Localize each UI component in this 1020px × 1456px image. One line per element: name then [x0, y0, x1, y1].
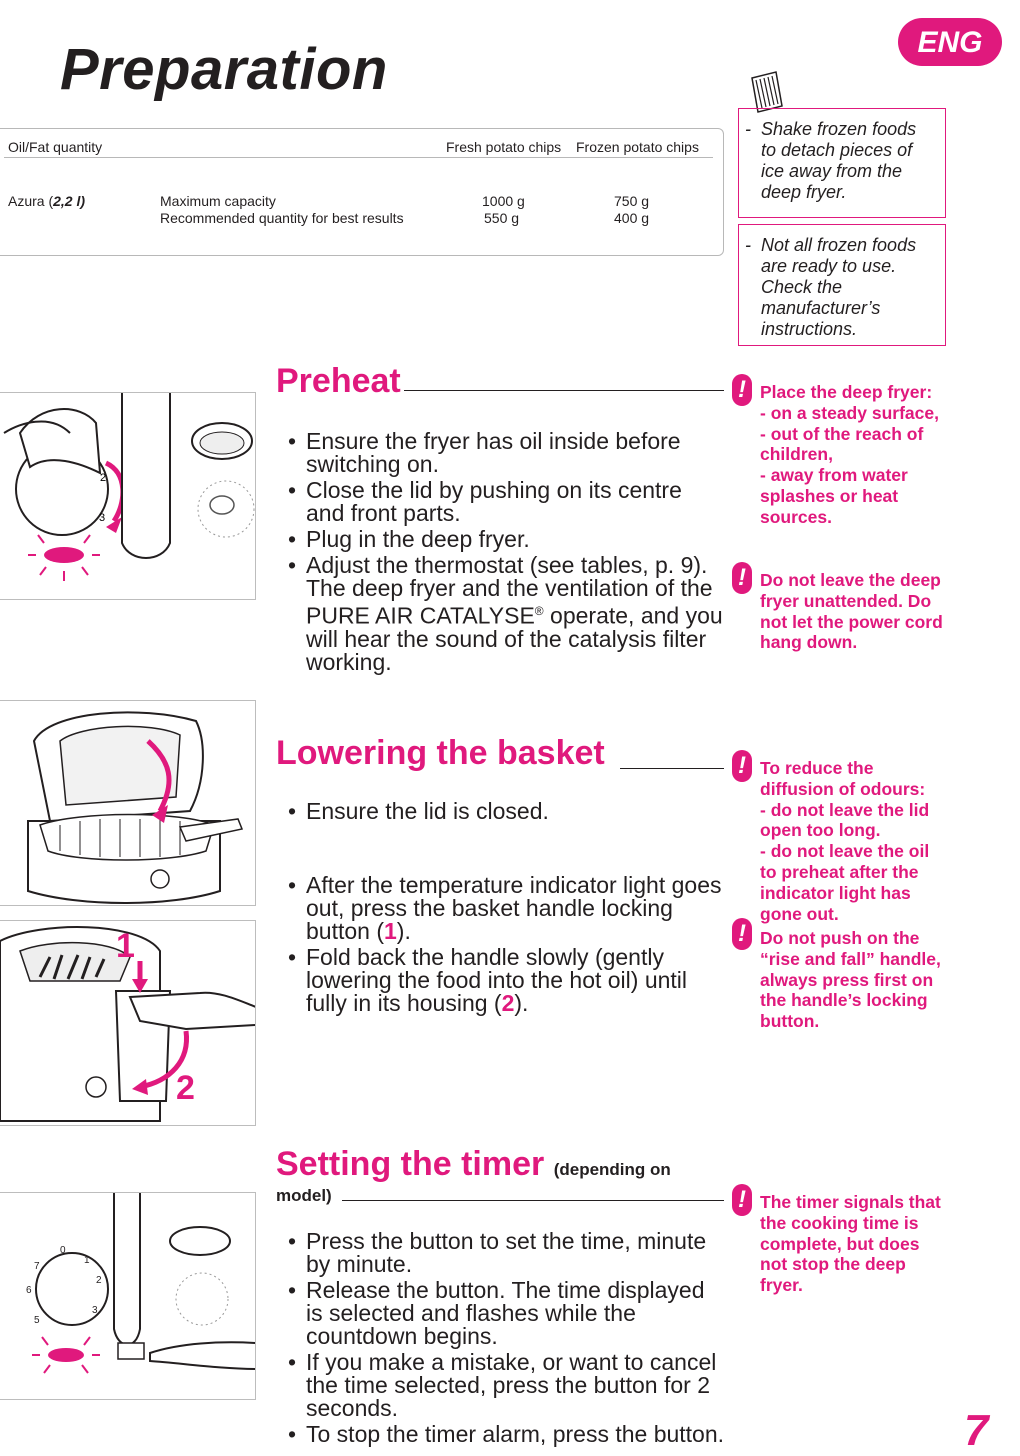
warning-icon: !	[732, 562, 752, 594]
table-header-fresh: Fresh potato chips	[446, 139, 562, 155]
list-item: If you make a mistake, or want to cancel…	[278, 1351, 726, 1420]
basket-lowering-illustration: 1 2	[0, 920, 256, 1126]
step-1-label: 1	[116, 927, 135, 965]
list-item: Adjust the thermostat (see tables, p. 9)…	[278, 554, 724, 674]
dial-mark-1: 1	[84, 1255, 90, 1266]
dial-mark-6: 6	[26, 1285, 32, 1296]
basket-open-illustration	[0, 700, 256, 906]
list-item: Press the button to set the time, minute…	[278, 1230, 726, 1276]
table-row-rec-label: Recommended quantity for best results	[160, 210, 404, 226]
dial-mark-5: 5	[34, 1315, 40, 1326]
warning-icon: !	[732, 374, 752, 406]
tip-box-frozen: - Not all frozen foods are ready to use.…	[738, 224, 946, 346]
list-item: To stop the timer alarm, press the butto…	[278, 1423, 726, 1447]
page-title: Preparation	[60, 37, 388, 102]
timer-rule	[342, 1200, 724, 1201]
table-model: Azura (2,2 l)	[8, 193, 86, 209]
list-item: Plug in the deep fryer.	[278, 528, 724, 552]
list-item: Close the lid by pushing on its centre a…	[278, 479, 724, 525]
timer-list: Press the button to set the time, minute…	[278, 1230, 726, 1449]
table-row-max-frozen: 750 g	[614, 193, 650, 209]
page-number: 7	[964, 1406, 989, 1455]
warning-icon: !	[732, 1184, 752, 1216]
tip-frozen-text: Not all frozen foods are ready to use. C…	[761, 235, 917, 339]
timer-title: Setting the timer (depending on	[276, 1145, 671, 1183]
timer-subtitle: model)	[276, 1186, 332, 1205]
dial-mark-0: 0	[60, 1245, 66, 1256]
dial-mark-2: 2	[96, 1275, 102, 1286]
dial-mark-3: 3	[99, 512, 105, 524]
table-row-max-label: Maximum capacity	[160, 193, 276, 209]
lowering-rule	[620, 768, 724, 769]
dial-mark-7: 7	[34, 1261, 40, 1272]
timer-warning: The timer signals that the cooking time …	[760, 1192, 941, 1296]
step-2-label: 2	[176, 1069, 195, 1107]
tip-box-shake: - Shake frozen foods to detach pieces of…	[738, 108, 946, 218]
table-row-rec-fresh: 550 g	[484, 210, 520, 226]
table-header-oil: Oil/Fat quantity	[8, 139, 103, 155]
table-row-max-fresh: 1000 g	[482, 193, 525, 209]
language-tab: ENG	[898, 18, 1002, 66]
preheat-warning-placement: Place the deep fryer: - on a steady surf…	[760, 382, 939, 527]
lowering-list-1: Ensure the lid is closed.	[278, 800, 724, 826]
lowering-warning-handle: Do not push on the “rise and fall” handl…	[760, 928, 941, 1032]
preheat-title: Preheat	[276, 362, 401, 400]
preheat-rule	[404, 390, 724, 391]
dial-mark-3: 3	[92, 1305, 98, 1316]
warning-icon: !	[732, 918, 752, 950]
oil-quantity-table: Oil/Fat quantity Fresh potato chips Froz…	[0, 128, 724, 256]
frozen-food-icon	[746, 70, 786, 114]
preheat-list: Ensure the fryer has oil inside before s…	[278, 430, 724, 677]
list-item: Ensure the lid is closed.	[278, 800, 724, 824]
list-item: Release the button. The time displayed i…	[278, 1279, 726, 1348]
list-item: Fold back the handle slowly (gently lowe…	[278, 946, 724, 1015]
timer-illustration: 0 1 2 3 5 6 7	[0, 1192, 256, 1400]
dial-mark-2: 2	[100, 472, 106, 484]
lowering-list-2: After the temperature indicator light go…	[278, 874, 724, 1018]
table-header-frozen: Frozen potato chips	[576, 139, 699, 155]
table-row-rec-frozen: 400 g	[614, 210, 650, 226]
preheat-warning-unattended: Do not leave the deep fryer unattended. …	[760, 570, 943, 653]
warning-icon: !	[732, 750, 752, 782]
lowering-title: Lowering the basket	[276, 734, 605, 772]
preheat-illustration: 2 3	[0, 392, 256, 600]
lowering-warning-odours: To reduce the diffusion of odours: - do …	[760, 758, 930, 924]
tip-shake-text: Shake frozen foods to detach pieces of i…	[761, 119, 917, 202]
list-item: Ensure the fryer has oil inside before s…	[278, 430, 724, 476]
list-item: After the temperature indicator light go…	[278, 874, 724, 943]
table-divider	[4, 157, 713, 158]
